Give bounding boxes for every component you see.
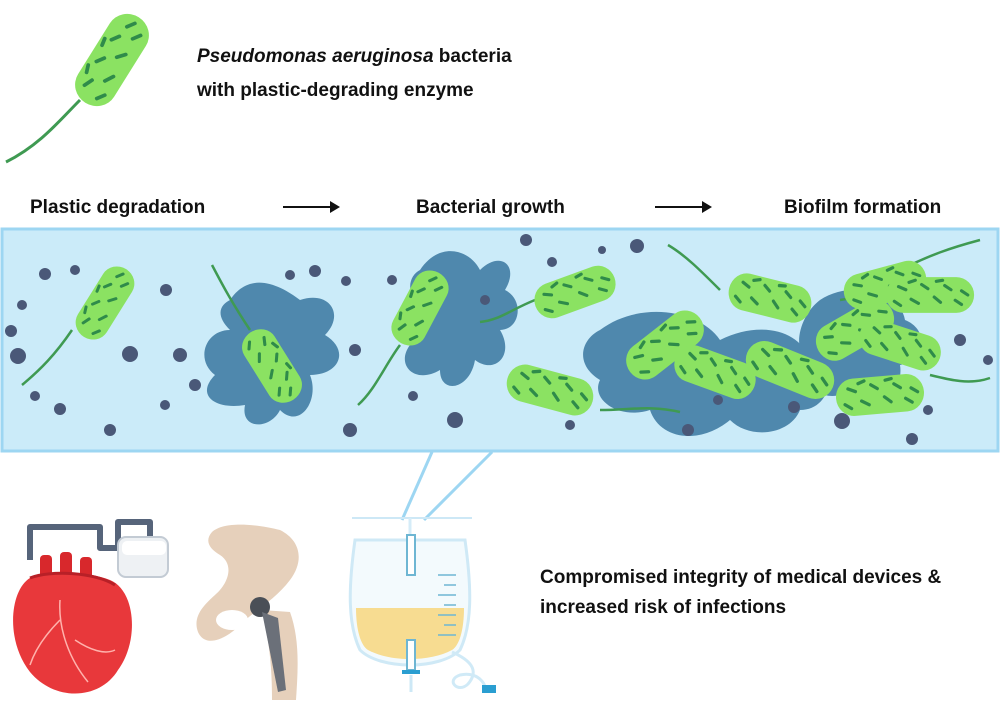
legend-line-1-rest: bacteria	[433, 46, 512, 67]
legend-label: Pseudomonas aeruginosa bacteria with pla…	[197, 40, 512, 108]
caption-line-1: Compromised integrity of medical devices…	[540, 567, 942, 588]
caption-line-2: increased risk of infections	[540, 597, 787, 618]
legend-line-2: with plastic-degrading enzyme	[197, 80, 474, 101]
step-biofilm-formation: Biofilm formation	[784, 197, 942, 218]
arrow-right-icon	[655, 201, 712, 213]
arrow-right-icon	[283, 201, 340, 213]
legend-line-1: Pseudomonas aeruginosa bacteria	[197, 40, 512, 74]
hip-implant-icon	[196, 524, 299, 700]
step-plastic-degradation: Plastic degradation	[30, 197, 206, 218]
step-bacterial-growth: Bacterial growth	[416, 197, 565, 218]
legend-bacterium-icon	[5, 4, 159, 164]
catheter-bag-icon	[348, 517, 496, 693]
consequence-caption: Compromised integrity of medical devices…	[540, 563, 941, 623]
zoom-lines	[400, 450, 494, 522]
species-name: Pseudomonas aeruginosa	[197, 46, 434, 67]
pacemaker-heart-icon	[13, 519, 169, 694]
particles	[5, 234, 993, 445]
